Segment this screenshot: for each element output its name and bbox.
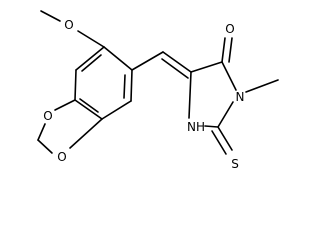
bond-c4-o-double (228, 37, 233, 63)
atom-n-methyl: N (236, 90, 245, 104)
atom-o-carbonyl: O (225, 22, 234, 36)
bond-n3-c2 (217, 101, 234, 128)
bond-o-c-lower (69, 118, 103, 149)
bond-benzene-inner-3 (81, 54, 102, 72)
bond-c4-n3 (221, 61, 237, 91)
atom-o-methoxy: O (64, 18, 73, 32)
bond-ring-ch (131, 51, 164, 71)
bond-c5-c4 (190, 61, 223, 73)
bond-n1-c5 (188, 71, 192, 119)
bond-benzene-6 (75, 46, 105, 71)
bond-c2-s (217, 126, 233, 151)
bond-c2-n1 (204, 125, 219, 128)
bond-c4-o (221, 37, 226, 63)
bond-c-o-upper (54, 99, 76, 111)
bond-benzene-3 (101, 100, 132, 120)
atom-s-thione: S (231, 157, 239, 171)
bond-benzene-1 (103, 46, 133, 71)
bond-methyl-o (40, 10, 61, 22)
atom-o-ring-lower: O (57, 150, 66, 164)
bond-o-ch2-upper (37, 123, 46, 141)
bond-benzene-5 (74, 69, 77, 101)
molecule-structure-diagram: O O O O N NH S (37, 10, 279, 171)
bond-benzene-4 (74, 99, 103, 120)
atom-o-ring-upper: O (43, 109, 52, 123)
bond-o-c-methoxy (77, 30, 105, 48)
bond-benzene-2 (130, 69, 133, 102)
bond-c2-s-double (211, 130, 227, 155)
bond-benzene-inner-1 (123, 74, 126, 99)
bond-ch-c5 (162, 51, 192, 73)
bond-ch2-o-lower (37, 139, 53, 154)
bond-benzene-inner-2 (79, 98, 99, 113)
bond-n-methyl (245, 79, 279, 93)
bond-ch-c5-double (161, 58, 189, 79)
atom-nh: NH (187, 120, 205, 134)
